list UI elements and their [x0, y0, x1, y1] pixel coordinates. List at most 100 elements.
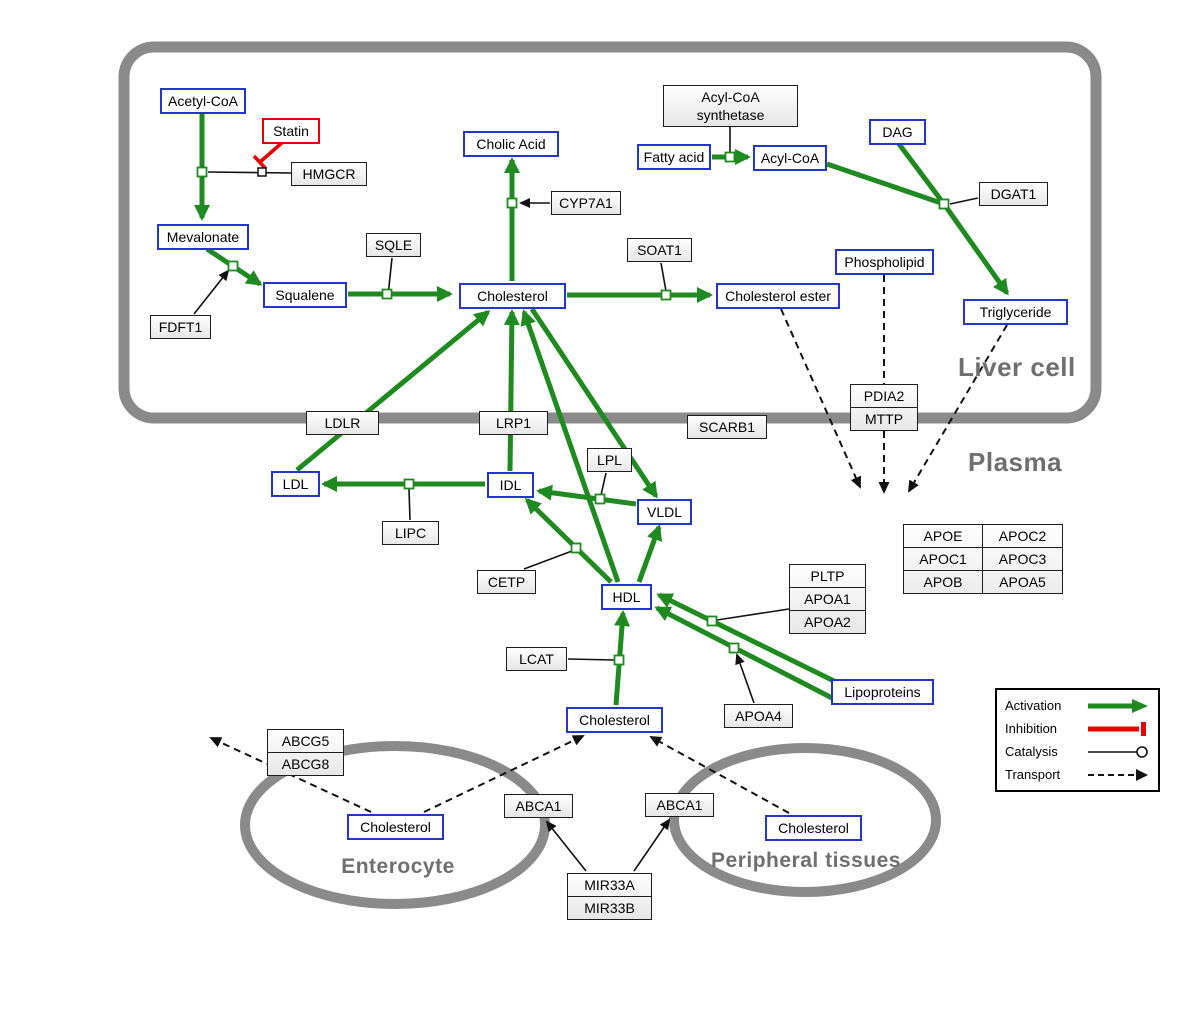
legend-row-transport: Transport — [1005, 763, 1150, 786]
apo-table: APOE APOC2 APOC1 APOC3 APOB APOA5 — [903, 524, 1063, 594]
legend-catalysis-label: Catalysis — [1005, 744, 1058, 759]
node-acyl-coa-synthetase[interactable]: Acyl-CoA synthetase — [663, 85, 798, 127]
node-statin[interactable]: Statin — [262, 118, 320, 144]
node-cholesterol-liver[interactable]: Cholesterol — [459, 283, 566, 309]
node-apoc1[interactable]: APOC1 — [904, 548, 983, 571]
node-apoa5[interactable]: APOA5 — [999, 574, 1046, 590]
edge-lipc-junction — [408, 488, 411, 521]
transport-dashed-arrow-icon — [1088, 768, 1148, 781]
edge-cholesterol-vldl — [529, 307, 659, 499]
acyl-coa-synthetase-line1: Acyl-CoA — [701, 89, 760, 105]
node-apoc2[interactable]: APOC2 — [983, 525, 1062, 548]
edge-vldl-idl — [536, 484, 637, 507]
edge-idl-cholesterol — [503, 309, 520, 472]
node-acetyl-coa[interactable]: Acetyl-CoA — [160, 88, 246, 114]
inhibition-tbar-icon — [1088, 721, 1146, 736]
node-fatty-acid[interactable]: Fatty acid — [637, 144, 711, 170]
inhibition-edge — [252, 139, 286, 171]
node-acyl-coa[interactable]: Acyl-CoA — [753, 145, 827, 171]
node-mttp[interactable]: MTTP — [864, 411, 904, 427]
edge-dgat1-triglyceride — [941, 202, 1010, 296]
edge-hdl-idl — [524, 497, 613, 584]
node-lipoproteins[interactable]: Lipoproteins — [831, 679, 934, 705]
enterocyte-label: Enterocyte — [341, 855, 455, 878]
edge-statin-hmgcr — [258, 139, 286, 164]
node-cholic-acid[interactable]: Cholic Acid — [463, 131, 559, 157]
node-abcg5[interactable]: ABCG5 — [268, 730, 343, 753]
node-squalene[interactable]: Squalene — [263, 282, 347, 308]
node-scarb1[interactable]: SCARB1 — [687, 415, 767, 439]
node-lpl[interactable]: LPL — [587, 448, 632, 472]
statin-inhibition-bar — [252, 154, 268, 171]
legend-activation-label: Activation — [1005, 698, 1062, 713]
edge-lcat-junction — [567, 658, 615, 661]
legend-row-catalysis: Catalysis — [1005, 740, 1150, 763]
node-pdia2[interactable]: PDIA2 — [851, 385, 917, 408]
enterocyte-membrane — [240, 741, 550, 909]
node-mir33b[interactable]: MIR33B — [584, 900, 635, 916]
node-apob[interactable]: APOB — [904, 571, 983, 593]
cell-membranes — [118, 41, 1102, 909]
node-cholesterol-enterocyte[interactable]: Cholesterol — [347, 814, 444, 840]
peripheral-tissues-label: Peripheral tissues — [711, 849, 901, 872]
legend-row-inhibition: Inhibition — [1005, 717, 1150, 740]
node-triglyceride[interactable]: Triglyceride — [963, 299, 1068, 325]
edge-dag-dgat1 — [897, 142, 946, 206]
node-mevalonate[interactable]: Mevalonate — [157, 224, 249, 250]
node-cyp7a1[interactable]: CYP7A1 — [551, 191, 621, 215]
node-apoc3[interactable]: APOC3 — [983, 548, 1062, 571]
node-dag[interactable]: DAG — [869, 119, 926, 145]
node-fdft1[interactable]: FDFT1 — [150, 315, 211, 339]
legend-row-activation: Activation — [1005, 694, 1150, 717]
node-apoa1[interactable]: APOA1 — [790, 588, 865, 611]
node-abcg8[interactable]: ABCG8 — [281, 756, 330, 772]
edge-hdl-cholesterol — [520, 309, 621, 583]
node-cholesterol-peripheral[interactable]: Cholesterol — [765, 815, 862, 841]
node-pltp[interactable]: PLTP — [790, 565, 865, 588]
node-idl[interactable]: IDL — [487, 472, 534, 498]
edge-peripheral-cholesterol-plasma — [649, 736, 790, 814]
edge-lipoproteins-hdl-lower — [654, 605, 836, 702]
legend-transport-label: Transport — [1005, 767, 1061, 782]
plasma-label: Plasma — [968, 447, 1063, 477]
edge-hmgcr-junction — [207, 171, 292, 174]
activation-arrow-icon — [1088, 698, 1148, 713]
node-soat1[interactable]: SOAT1 — [627, 238, 692, 262]
catalysis-edges — [193, 122, 979, 872]
node-ldlr[interactable]: LDLR — [306, 411, 379, 435]
node-cholesterol-ester[interactable]: Cholesterol ester — [716, 283, 840, 309]
node-cetp[interactable]: CETP — [477, 570, 536, 594]
node-cholesterol-plasma[interactable]: Cholesterol — [566, 707, 663, 733]
edge-mir33-abca1-right — [633, 818, 671, 872]
node-apoa2[interactable]: APOA2 — [804, 614, 851, 630]
node-apoa4[interactable]: APOA4 — [724, 704, 793, 728]
legend-inhibition-label: Inhibition — [1005, 721, 1058, 736]
node-pdia2-mttp-stack: PDIA2 MTTP — [850, 384, 918, 431]
edge-hdl-vldl — [636, 524, 663, 583]
node-lrp1[interactable]: LRP1 — [479, 411, 548, 435]
node-dgat1[interactable]: DGAT1 — [979, 182, 1048, 206]
edge-soat1-junction — [660, 262, 667, 292]
edge-apoa4-junction — [735, 653, 755, 704]
node-ldl[interactable]: LDL — [271, 471, 320, 497]
edge-dgat1-junction — [949, 197, 979, 205]
edge-lpl-junction — [600, 472, 607, 496]
catalysis-circle-icon — [1088, 745, 1148, 758]
edge-cholesterolester-plasma — [780, 308, 861, 489]
node-vldl[interactable]: VLDL — [637, 499, 692, 525]
node-hmgcr[interactable]: HMGCR — [291, 162, 367, 186]
node-abcg-stack: ABCG5 ABCG8 — [267, 729, 344, 776]
node-apoe[interactable]: APOE — [904, 525, 983, 548]
node-abca1-peripheral[interactable]: ABCA1 — [645, 793, 714, 817]
node-phospholipid[interactable]: Phospholipid — [835, 249, 934, 275]
legend: Activation Inhibition Catalysis Transpor… — [995, 688, 1160, 792]
node-lcat[interactable]: LCAT — [506, 647, 567, 671]
node-mir33a[interactable]: MIR33A — [568, 874, 651, 897]
node-lipc[interactable]: LIPC — [382, 521, 439, 545]
node-sqle[interactable]: SQLE — [366, 233, 421, 257]
node-abca1-enterocyte[interactable]: ABCA1 — [504, 794, 573, 818]
node-mir33-stack: MIR33A MIR33B — [567, 873, 652, 920]
node-hdl[interactable]: HDL — [601, 584, 652, 610]
